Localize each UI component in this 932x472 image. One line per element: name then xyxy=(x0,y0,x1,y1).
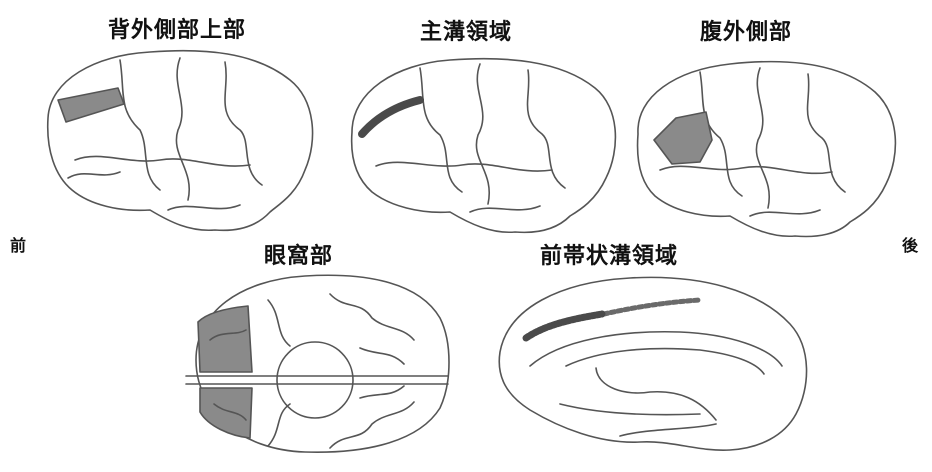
highlight-region xyxy=(58,88,124,122)
sulcus xyxy=(330,402,414,448)
dashed-sulcus xyxy=(604,300,700,314)
sulcus xyxy=(268,404,290,446)
sulcus xyxy=(376,162,552,171)
brain-outline xyxy=(48,51,313,231)
brain-ventral-orbital xyxy=(186,275,449,452)
sulcus xyxy=(75,156,250,166)
highlight-region xyxy=(200,388,252,438)
sulcus xyxy=(808,74,846,192)
sulcus xyxy=(756,68,769,208)
sulcus xyxy=(750,210,820,216)
sulcus xyxy=(360,386,404,398)
sulcus xyxy=(420,68,462,192)
brain-lateral-dorsolateral xyxy=(48,51,313,231)
highlight-region xyxy=(526,314,602,338)
sulcus xyxy=(476,64,489,204)
sulcus xyxy=(620,424,716,436)
sulcus xyxy=(660,166,832,173)
sulcus xyxy=(176,58,189,200)
sulcus xyxy=(168,205,240,210)
sulcus xyxy=(360,348,404,364)
highlight-region xyxy=(654,112,712,164)
sulcus xyxy=(330,294,414,340)
sulcus xyxy=(120,60,160,190)
highlight-region xyxy=(198,306,252,372)
sulcus xyxy=(470,206,540,212)
brain-lateral-ventrolateral xyxy=(638,62,896,237)
sulcus xyxy=(560,404,700,415)
brain-lateral-principalis xyxy=(352,59,616,233)
sulcus xyxy=(268,300,290,346)
brain-medial-cingulate xyxy=(499,277,806,450)
highlight-region xyxy=(362,100,420,134)
brain-outline xyxy=(352,59,616,233)
sulcus xyxy=(68,172,120,178)
temporal-stem xyxy=(277,342,353,418)
